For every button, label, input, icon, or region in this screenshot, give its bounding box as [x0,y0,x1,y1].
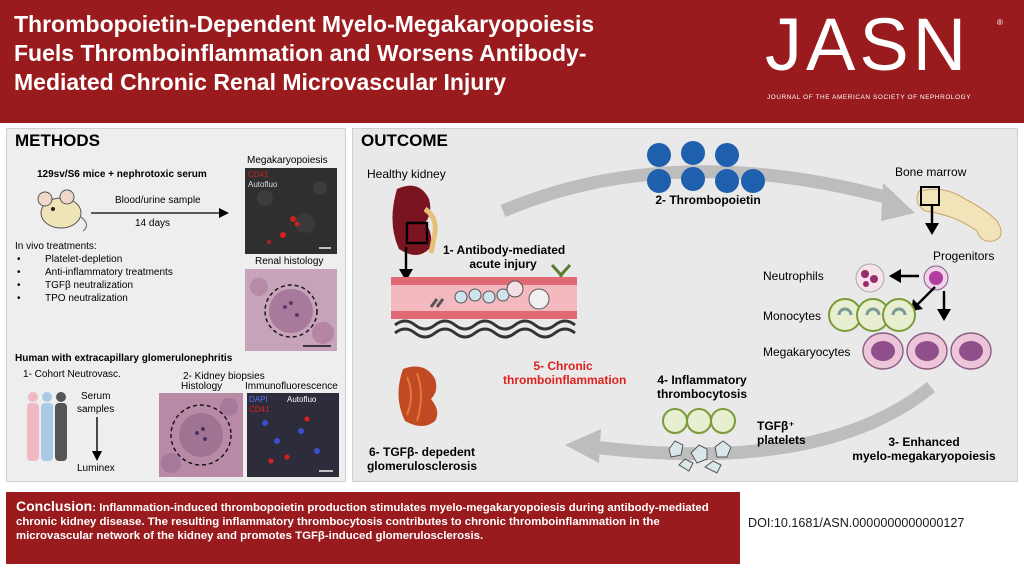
thrombopoietin-icon [647,141,765,193]
thrombocytosis-line: 4- Inflammatory [657,373,747,387]
diseased-kidney-icon [398,366,438,426]
progenitor-cell-icon [923,265,949,291]
micro1-autofluo-label: Autofluo [248,180,278,189]
enhanced-line: 3- Enhanced [888,435,960,449]
page-title: Thrombopoietin-Dependent Myelo-Megakaryo… [14,10,714,97]
micro2-stain-2: CD41 [249,405,270,414]
platelets-icon [662,408,736,474]
injury-line: 1- Antibody-mediated [443,243,566,257]
micro2-stain-1: DAPI [249,395,268,404]
bullet: • [17,254,21,265]
doi-link[interactable]: DOI:10.1681/ASN.0000000000000127 [748,516,965,530]
healthy-kidney-label: Healthy kidney [367,167,446,181]
glomerulo-line: glomerulosclerosis [366,459,478,473]
immuno-label: Immunofluorescence [245,381,338,392]
enhanced-line: myelo-megakaryopoiesis [852,449,996,463]
micro2-autofluo: Autofluo [287,395,317,404]
luminex-label: Luminex [77,463,115,474]
monocytes-icon [828,298,916,332]
conclusion-heading: Conclusion [16,498,93,514]
tgf-platelets-line: platelets [757,433,806,447]
logo-registered: ® [997,18,1003,27]
chronic-line: 5- Chronic [533,359,593,373]
biopsy-histology-image [159,393,243,477]
treatment-item: Anti-inflammatory treatments [45,267,173,278]
mice-label: 129sv/S6 mice + nephrotoxic serum [37,169,207,180]
neutrophil-icon [855,263,885,293]
mouse-icon [37,189,88,232]
bullet: • [17,293,21,304]
title-line: Fuels Thromboinflammation and Worsens An… [14,40,587,66]
methods-heading: METHODS [15,131,100,150]
conclusion-box: Conclusion: Inflammation-induced thrombo… [6,492,740,564]
injury-line: acute injury [469,257,537,271]
healthy-kidney-icon [392,185,438,255]
treatment-item: Platelet-depletion [45,254,123,265]
megakaryopoiesis-label: Megakaryopoiesis [247,155,328,166]
bone-marrow-label: Bone marrow [895,165,967,179]
treatments-heading: In vivo treatments: [15,241,97,252]
megakaryocytes-icon [862,332,992,370]
biopsies-label: 2- Kidney biopsies [183,371,265,382]
thrombocytosis-line: thrombocytosis [656,387,747,401]
arrow-14-days [91,208,229,218]
neutrophils-label: Neutrophils [763,269,824,283]
histology-label: Histology [181,381,223,392]
tgf-platelets-label: TGFβ⁺ platelets [757,419,806,447]
micro1-stain-label: CD41 [248,170,269,179]
injury-label: 1- Antibody-mediated acute injury [443,243,566,271]
monocytes-label: Monocytes [763,309,822,323]
immunofluorescence-micrograph: DAPI CD41 Autofluo [247,393,339,477]
outcome-panel: OUTCOME Healthy kidney 1- Antibody-media… [352,128,1018,482]
conclusion-text: : Inflammation-induced thrombopoietin pr… [16,502,709,542]
sample-label: Blood/urine sample [115,195,201,206]
chronic-line: thromboinflammation [503,373,627,387]
progenitors-label: Progenitors [933,249,995,263]
jasn-logo: JASN ® JOURNAL OF THE AMERICAN SOCIETY O… [765,3,1015,108]
chronic-label: 5- Chronic thromboinflammation [503,359,627,387]
bone-marrow-icon [916,186,1002,242]
marrow-arrow [925,205,939,235]
renal-histology-image [245,269,337,351]
samples-label: samples [77,404,115,415]
glomerulo-label: 6- TGFβ- depedent glomerulosclerosis [357,445,487,473]
vessel-illustration [391,277,577,339]
serum-label: Serum [81,391,111,402]
renal-histology-label: Renal histology [255,256,324,267]
logo-word: JASN [765,3,971,86]
enhanced-label: 3- Enhanced myelo-megakaryopoiesis [839,435,1009,463]
tgf-platelets-line: TGFβ⁺ [757,419,795,433]
arrow-to-luminex [92,417,102,461]
outcome-heading: OUTCOME [361,131,448,150]
treatment-item: TGFβ neutralization [45,280,134,291]
thrombocytosis-label: 4- Inflammatory thrombocytosis [647,373,757,401]
treatment-item: TPO neutralization [45,293,128,304]
human-heading: Human with extracapillary glomerulonephr… [15,353,233,364]
days-label: 14 days [135,218,171,229]
people-icon [27,392,67,461]
header-banner: Thrombopoietin-Dependent Myelo-Megakaryo… [0,0,1024,123]
bullet: • [17,267,21,278]
title-line: Mediated Chronic Renal Microvascular Inj… [14,69,507,95]
bullet: • [17,280,21,291]
zoom-arrow [399,247,413,281]
cohort-label: 1- Cohort Neutrovasc. [23,369,121,380]
methods-panel: METHODS 129sv/S6 mice + nephrotoxic seru… [6,128,346,482]
thrombopoietin-label: 2- Thrombopoietin [655,193,761,207]
logo-subtitle: JOURNAL OF THE AMERICAN SOCIETY OF NEPHR… [767,94,972,101]
megakaryocyte-arrow [937,291,951,321]
megakaryopoiesis-micrograph: CD41 Autofluo [245,168,337,254]
megakaryocytes-label: Megakaryocytes [763,345,851,359]
glomerulo-line: 6- TGFβ- depedent [369,445,475,459]
neutrophil-arrow [889,269,919,283]
title-line: Thrombopoietin-Dependent Myelo-Megakaryo… [14,11,595,37]
